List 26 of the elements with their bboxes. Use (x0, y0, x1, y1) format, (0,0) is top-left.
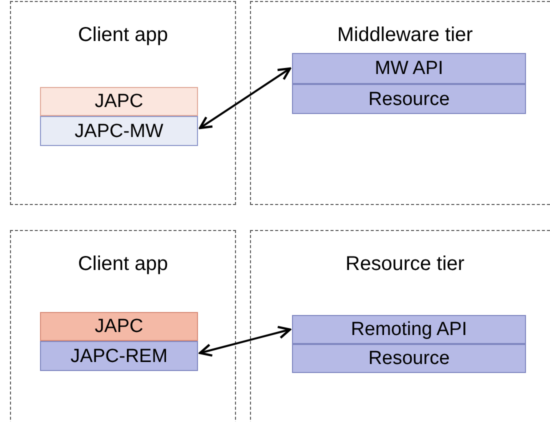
tier-panel (10, 230, 236, 422)
box-label: Resource (368, 90, 450, 108)
box-label: MW API (374, 59, 444, 78)
component-box (292, 53, 526, 84)
double-arrow (198, 67, 292, 130)
component-box (40, 116, 198, 146)
box-label: Remoting API (350, 320, 468, 339)
box-label: JAPC (94, 317, 144, 336)
double-arrow (198, 326, 292, 357)
box-label: JAPC-MW (74, 122, 164, 140)
component-box (292, 315, 526, 344)
panel-title: Client app (76, 252, 170, 277)
component-box (292, 344, 526, 373)
panel-title: Middleware tier (336, 23, 474, 48)
tier-panel (10, 1, 236, 205)
component-box (40, 312, 198, 341)
box-label: JAPC-REM (70, 346, 168, 366)
tier-panel (250, 230, 550, 422)
panel-title: Client app (76, 23, 170, 48)
component-box (292, 84, 526, 114)
tier-panel (250, 1, 550, 205)
panel-title: Resource tier (344, 252, 466, 277)
component-box (40, 341, 198, 371)
component-box (40, 87, 198, 116)
box-label: JAPC (94, 92, 144, 111)
box-label: Resource (368, 349, 450, 368)
